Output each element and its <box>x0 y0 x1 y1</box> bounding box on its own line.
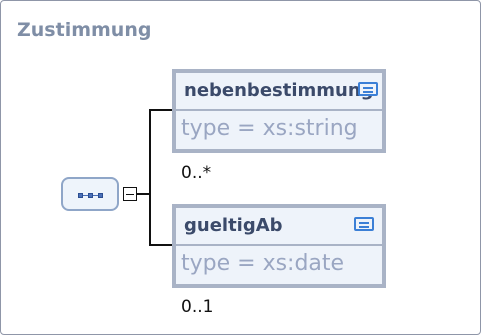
element-name: nebenbestimmung <box>176 73 382 111</box>
connector-element-1 <box>149 109 172 111</box>
element-gueltigAb[interactable]: gueltigAb type = xs:date <box>172 204 386 288</box>
sequence-icon <box>78 193 103 198</box>
element-nebenbestimmung[interactable]: nebenbestimmung type = xs:string <box>172 69 386 153</box>
connector-element-2 <box>149 244 172 246</box>
connector-to-branch <box>137 193 150 195</box>
collapse-minus-icon[interactable] <box>123 187 137 201</box>
cardinality-label: 0..1 <box>181 297 214 317</box>
branch-vertical-line <box>149 109 151 246</box>
cardinality-label: 0..* <box>181 163 212 183</box>
element-name: gueltigAb <box>176 208 382 246</box>
diagram-title: Zustimmung <box>17 19 152 41</box>
documentation-icon[interactable] <box>354 217 374 231</box>
documentation-icon[interactable] <box>358 82 378 96</box>
element-type: type = xs:string <box>181 116 358 141</box>
sequence-compositor[interactable] <box>61 177 119 211</box>
element-type: type = xs:date <box>181 251 345 276</box>
